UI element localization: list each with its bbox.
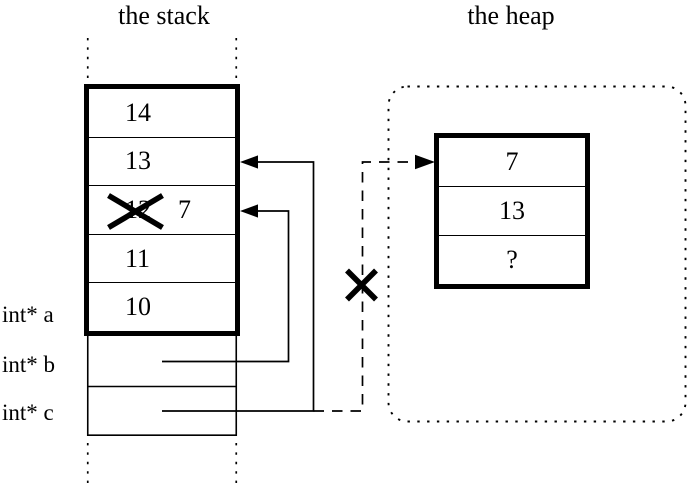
heap-cell: 7	[439, 138, 585, 186]
stack-frame-box: 14 13 12 7 11 10	[84, 84, 240, 336]
dangling-pointer-arrowhead	[415, 154, 435, 170]
stack-cell-value: 10	[125, 292, 151, 322]
heap-cell-value: 13	[499, 196, 525, 225]
stack-cell-new-value: 7	[178, 194, 191, 224]
heap-cell-value: 7	[505, 147, 519, 176]
stack-cell-value: 13	[125, 146, 151, 176]
stack-cell: 13	[89, 136, 235, 186]
stack-cell: 11	[89, 233, 235, 283]
heap-cell: ?	[439, 235, 585, 284]
heap-title: the heap	[467, 1, 555, 30]
stack-pointer-cells-outline	[86, 336, 238, 436]
stack-cell: 14	[89, 89, 235, 137]
stack-cell-value: 14	[125, 97, 151, 127]
dangling-pointer-dashed-line	[313, 161, 417, 412]
stack-cell-value: 11	[125, 243, 151, 273]
pointer-label-b: int* b	[2, 352, 56, 377]
pointer-c-arrowhead	[240, 155, 258, 169]
pointer-cut-x-icon	[345, 268, 378, 302]
heap-cell-value: ?	[506, 245, 518, 274]
stack-cell: 10	[89, 282, 235, 331]
pointer-b-arrowhead	[240, 204, 258, 218]
heap-cell: 13	[439, 186, 585, 235]
heap-block-box: 7 13 ?	[434, 133, 590, 289]
stack-title: the stack	[118, 1, 210, 30]
stack-cell-overwritten: 12 7	[89, 185, 235, 234]
stack-cell-old-value: 12	[125, 194, 151, 224]
pointer-label-a: int* a	[2, 302, 54, 327]
pointer-label-c: int* c	[2, 400, 54, 425]
